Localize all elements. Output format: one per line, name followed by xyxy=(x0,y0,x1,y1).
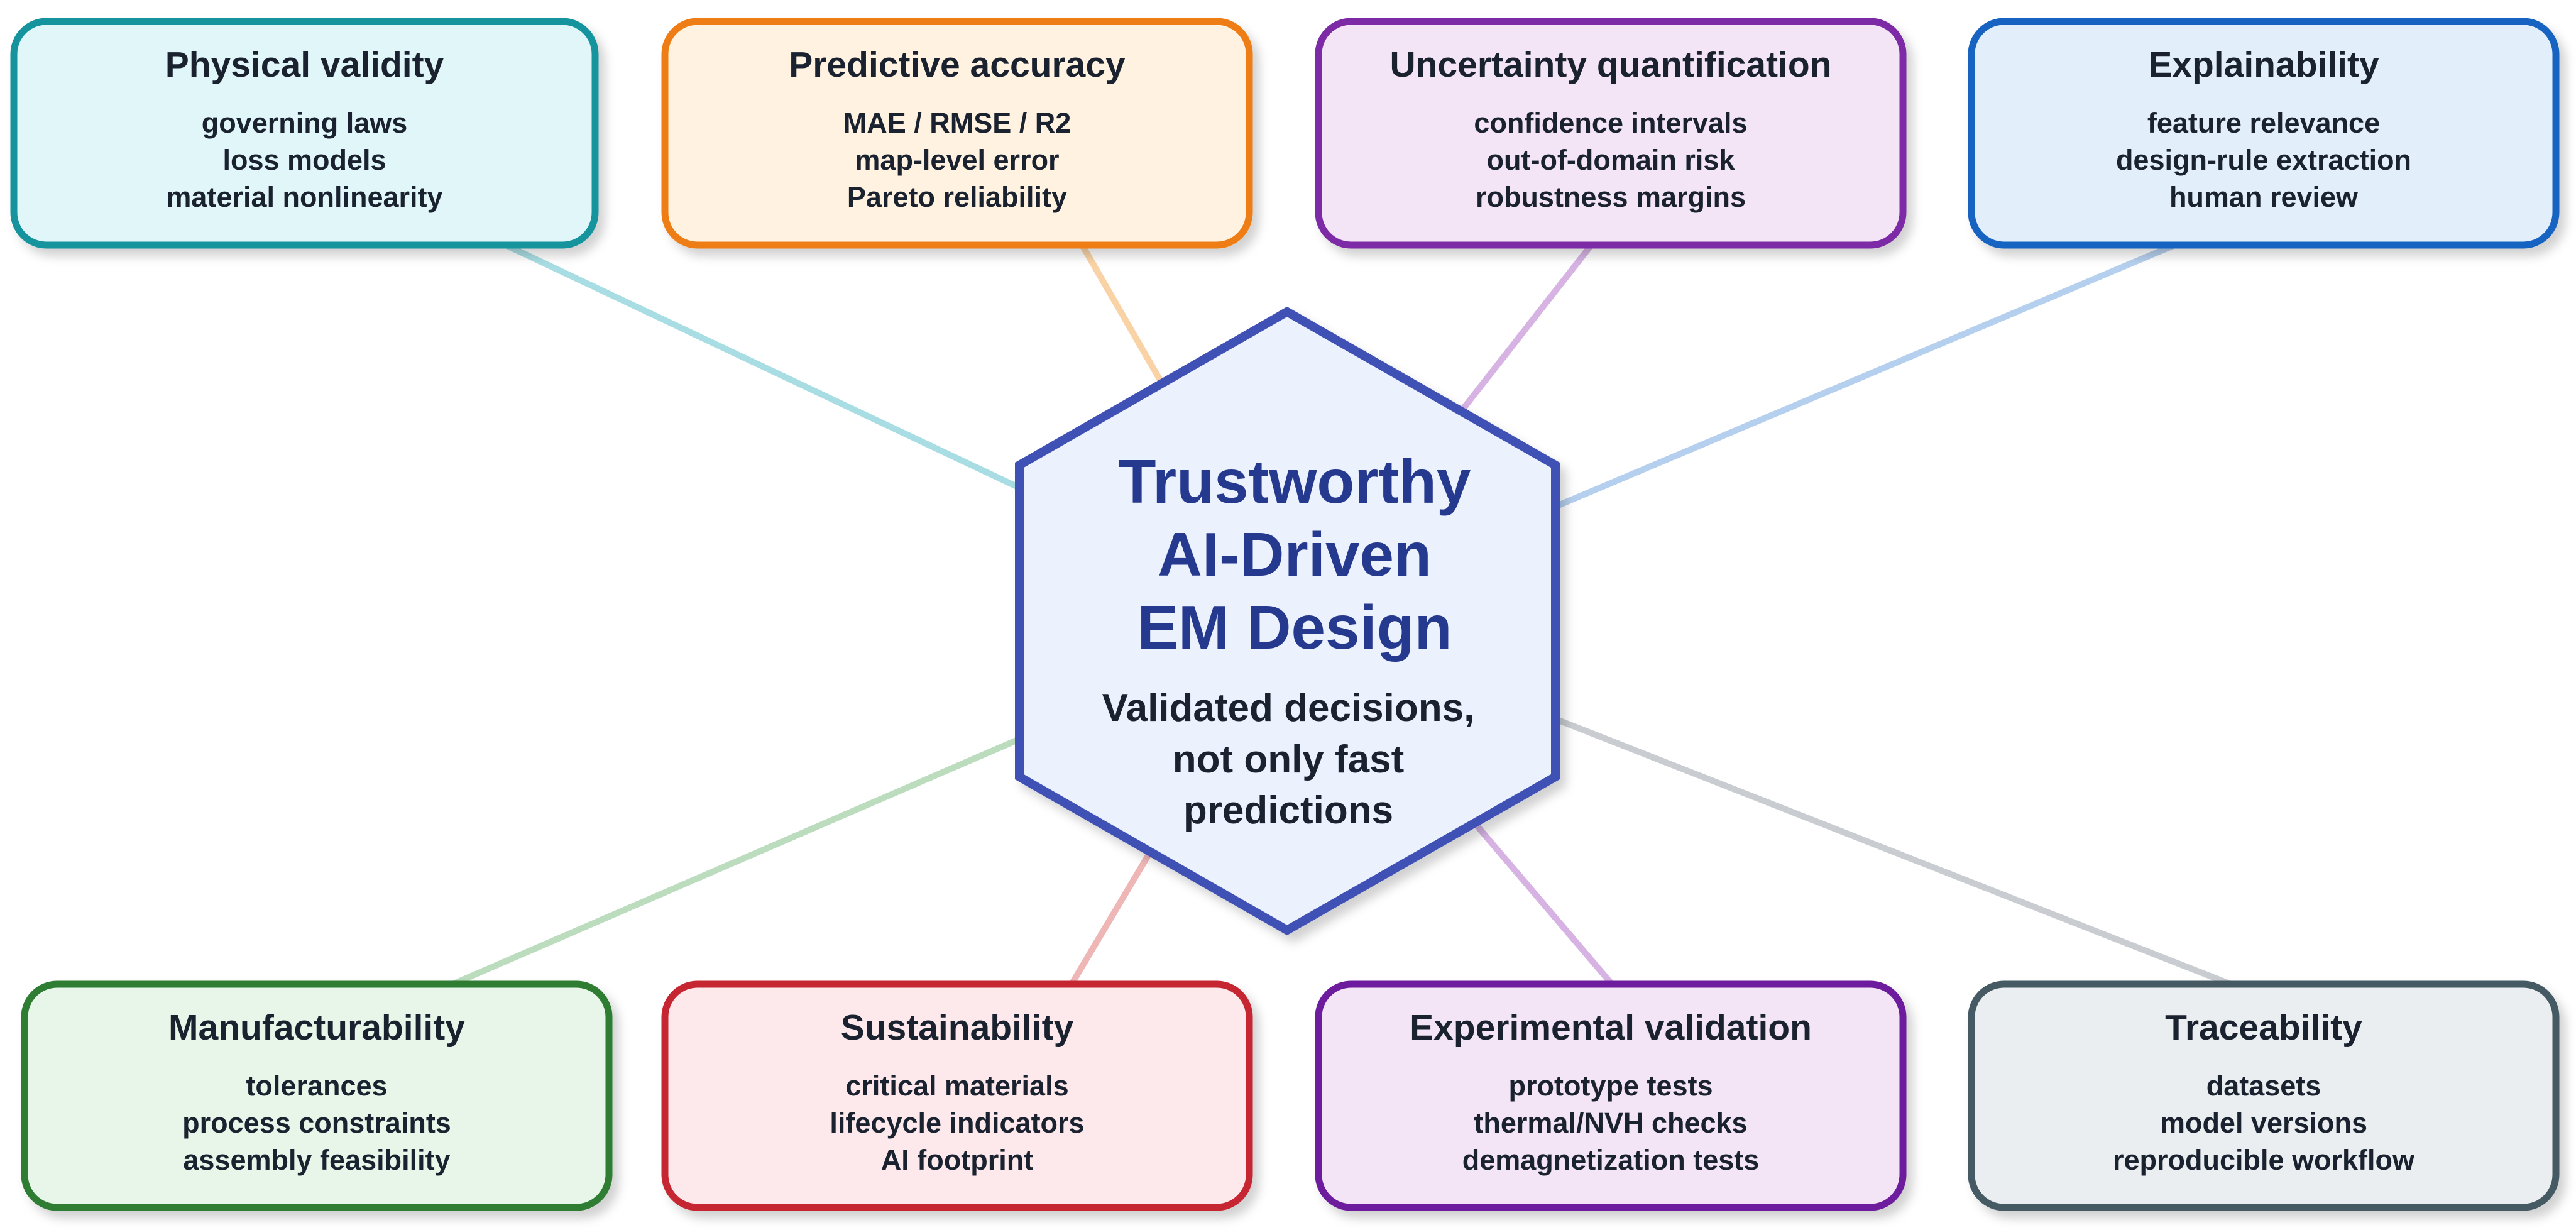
manufacturability-item-3: assembly feasibility xyxy=(183,1144,450,1176)
center-hexagon-group: Trustworthy AI-Driven EM Design Validate… xyxy=(1015,306,1560,936)
experimental-validation-connector xyxy=(1475,824,1615,987)
predictive-accuracy-title: Predictive accuracy xyxy=(789,45,1126,85)
predictive-accuracy-connector xyxy=(1079,242,1165,385)
sustainability-item-1: critical materials xyxy=(845,1070,1068,1102)
center-subtitle-line-3: predictions xyxy=(1183,789,1393,832)
physical-validity-item-3: material nonlinearity xyxy=(166,181,442,213)
predictive-accuracy-item-3: Pareto reliability xyxy=(847,181,1067,213)
manufacturability-item-2: process constraints xyxy=(182,1107,451,1139)
uncertainty-quantification-item-3: robustness margins xyxy=(1476,181,1746,213)
physical-validity-item-1: governing laws xyxy=(202,107,408,139)
manufacturability-item-1: tolerances xyxy=(246,1070,387,1102)
experimental-validation-item-2: thermal/NVH checks xyxy=(1474,1107,1747,1139)
center-title-line-3: EM Design xyxy=(1137,593,1452,662)
experimental-validation-box: Experimental validation prototype tests th… xyxy=(1315,980,1907,1211)
manufacturability-box-frame xyxy=(21,980,613,1211)
traceability-item-2: model versions xyxy=(2160,1107,2367,1139)
center-subtitle-line-2: not only fast xyxy=(1173,738,1405,781)
manufacturability-connector xyxy=(449,736,1022,987)
center-title-line-2: AI-Driven xyxy=(1158,520,1432,589)
traceability-title: Traceability xyxy=(2165,1008,2362,1048)
sustainability-box-frame xyxy=(661,980,1253,1211)
manufacturability-box: Manufacturability tolerances process const… xyxy=(21,980,613,1211)
traceability-item-1: datasets xyxy=(2206,1070,2321,1102)
predictive-accuracy-item-1: MAE / RMSE / R2 xyxy=(843,107,1072,139)
explainability-title: Explainability xyxy=(2148,45,2379,85)
traceability-connector xyxy=(1552,716,2234,987)
physical-validity-connector xyxy=(503,242,1022,491)
explainability-item-2: design-rule extraction xyxy=(2116,144,2411,176)
predictive-accuracy-item-2: map-level error xyxy=(855,144,1059,176)
manufacturability-title: Manufacturability xyxy=(168,1008,465,1048)
uncertainty-quantification-connector xyxy=(1461,242,1594,410)
sustainability-item-2: lifecycle indicators xyxy=(830,1107,1084,1139)
traceability-box: Traceability datasets model versions reprod… xyxy=(1968,980,2560,1211)
explainability-box: Explainability feature relevance design-ru… xyxy=(1968,18,2560,249)
criteria-boxes: Physical validity governing laws loss mode… xyxy=(10,18,2560,1211)
experimental-validation-item-3: demagnetization tests xyxy=(1462,1144,1760,1176)
center-subtitle-line-1: Validated decisions, xyxy=(1102,686,1475,730)
experimental-validation-item-1: prototype tests xyxy=(1508,1070,1713,1102)
physical-validity-box: Physical validity governing laws loss mode… xyxy=(10,18,599,249)
explainability-item-1: feature relevance xyxy=(2147,107,2380,139)
traceability-item-3: reproducible workflow xyxy=(2113,1144,2415,1176)
uncertainty-quantification-item-1: confidence intervals xyxy=(1474,107,1747,139)
uncertainty-quantification-title: Uncertainty quantification xyxy=(1389,45,1831,85)
physical-validity-box-frame xyxy=(10,18,599,249)
experimental-validation-box-frame xyxy=(1315,980,1907,1211)
explainability-item-3: human review xyxy=(2169,181,2359,213)
center-title-line-1: Trustworthy xyxy=(1119,447,1471,516)
sustainability-title: Sustainability xyxy=(841,1008,1074,1048)
uncertainty-quantification-box: Uncertainty quantification confidence int… xyxy=(1315,18,1907,249)
explainability-box-frame xyxy=(1968,18,2560,249)
connector-lines xyxy=(449,242,2234,987)
experimental-validation-title: Experimental validation xyxy=(1410,1008,1812,1048)
traceability-box-frame xyxy=(1968,980,2560,1211)
predictive-accuracy-box-frame xyxy=(661,18,1253,249)
physical-validity-title: Physical validity xyxy=(165,45,444,85)
physical-validity-item-2: loss models xyxy=(222,144,386,176)
sustainability-item-3: AI footprint xyxy=(881,1144,1033,1176)
uncertainty-quantification-item-2: out-of-domain risk xyxy=(1487,144,1736,176)
uncertainty-quantification-box-frame xyxy=(1315,18,1907,249)
explainability-connector xyxy=(1552,242,2178,510)
center-hexagon xyxy=(1015,306,1560,936)
sustainability-connector xyxy=(1068,849,1153,987)
sustainability-box: Sustainability critical materials lifecycl… xyxy=(661,980,1253,1211)
